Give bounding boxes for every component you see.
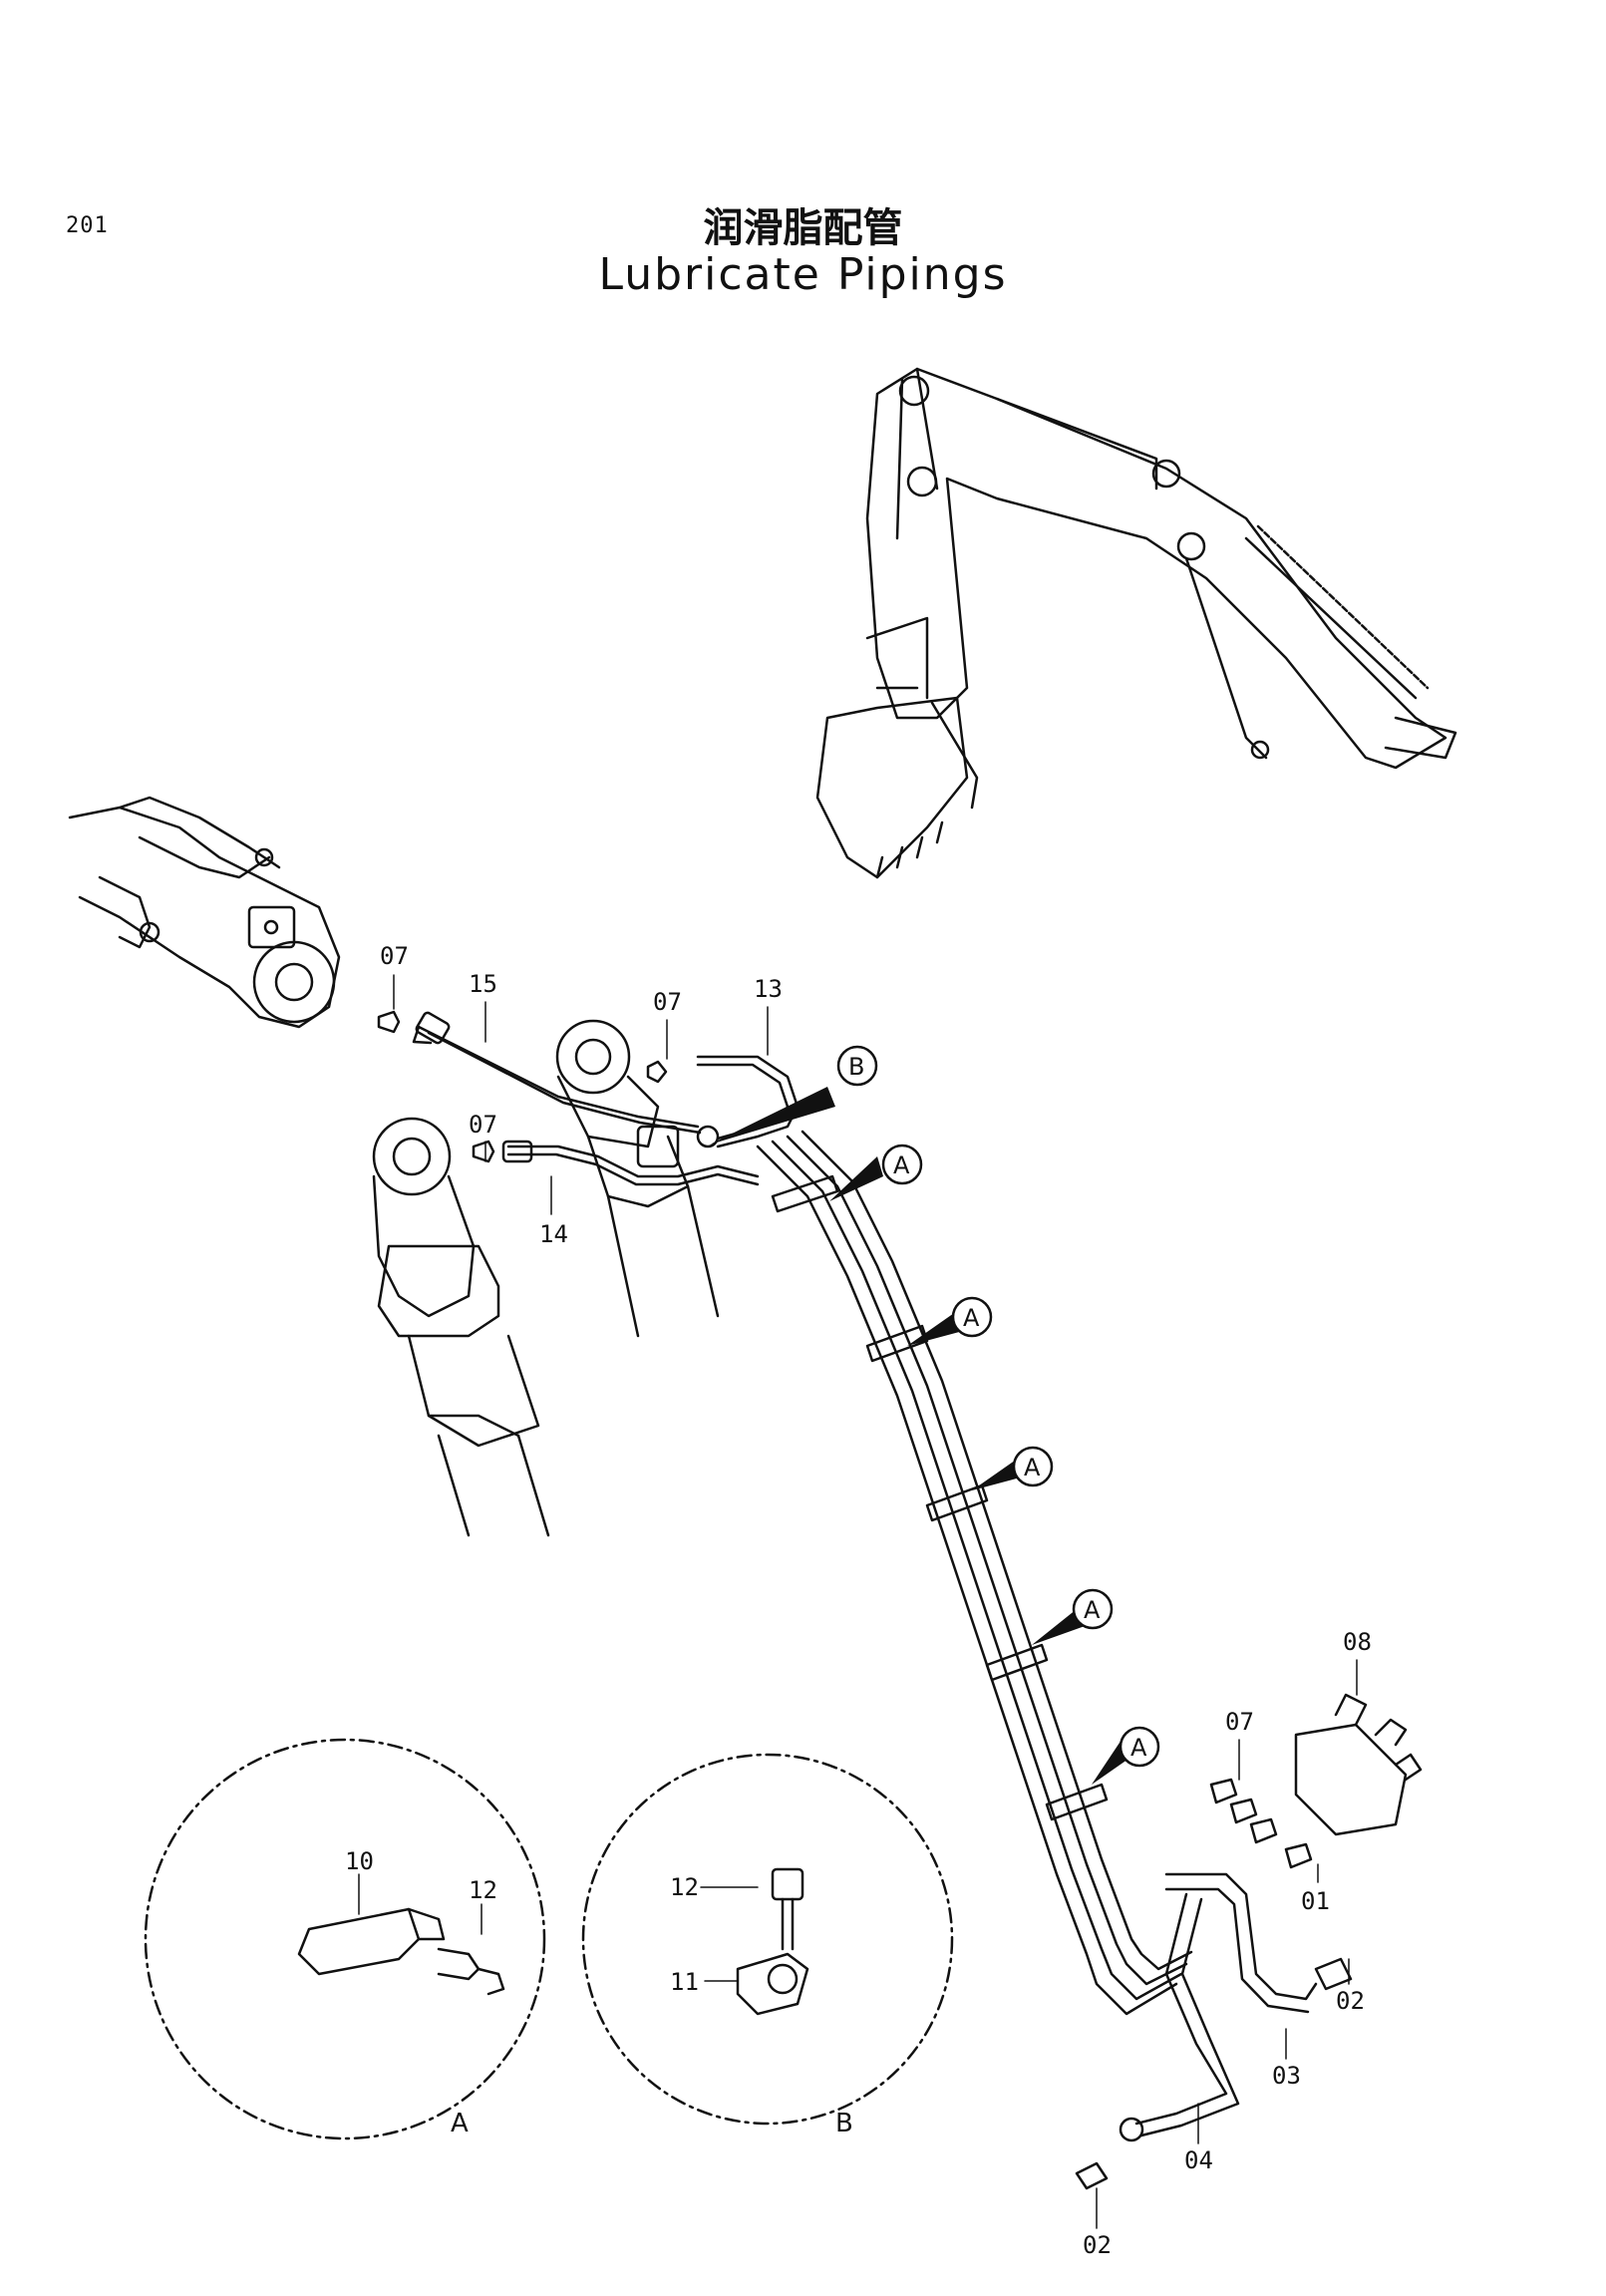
callout-b: B	[848, 1053, 864, 1081]
detail-b-clamp-drawing	[736, 1867, 809, 2016]
part-label-14: 14	[539, 1220, 568, 1248]
page-title-chinese: 润滑脂配管	[703, 205, 903, 251]
leader-lines	[358, 974, 1358, 2229]
lubrication-pipe-bundle	[756, 1130, 1193, 2016]
boom-cylinders	[372, 1019, 720, 1537]
part-label-11: 11	[670, 1968, 699, 1996]
callout-circles	[836, 1045, 1160, 1768]
callout-arrows	[710, 1087, 1134, 1785]
page-title-english: Lubricate Pipings	[598, 249, 1008, 300]
part-label-04: 04	[1184, 2146, 1213, 2174]
part-label-07-middle: 07	[469, 1111, 497, 1139]
page-number: 201	[66, 213, 109, 238]
part-label-08: 08	[1343, 1628, 1372, 1656]
part-label-12-detail-a: 12	[469, 1876, 497, 1904]
manifold-and-end-tubes	[1075, 1693, 1423, 2190]
part-label-07-upper-middle: 07	[653, 988, 682, 1016]
callout-a-2: A	[963, 1304, 980, 1332]
callout-a-5: A	[1130, 1734, 1147, 1762]
boom-foot-assembly	[68, 796, 341, 1029]
part-label-02-bottom: 02	[1083, 2231, 1112, 2259]
part-label-07-lower-right: 07	[1225, 1708, 1254, 1736]
part-label-01: 01	[1301, 1887, 1330, 1915]
detail-view-label-a: A	[451, 2109, 469, 2138]
part-label-12-detail-b: 12	[670, 1873, 699, 1901]
detail-a-clamp-drawing	[297, 1907, 505, 1996]
part-label-10: 10	[345, 1847, 374, 1875]
part-label-13: 13	[754, 975, 783, 1003]
callout-a-3: A	[1024, 1454, 1041, 1481]
part-label-15: 15	[469, 970, 497, 998]
callout-a-1: A	[893, 1151, 910, 1179]
detail-view-label-b: B	[835, 2109, 853, 2138]
part-label-03: 03	[1272, 2062, 1301, 2090]
grease-fittings-and-hoses	[377, 1010, 800, 1186]
excavator-boom-arm-overview	[815, 367, 1457, 879]
detail-view-circles	[144, 1738, 954, 2140]
callout-a-4: A	[1084, 1596, 1101, 1624]
part-label-02-right: 02	[1336, 1987, 1365, 2015]
part-label-07-upper-left: 07	[380, 942, 409, 970]
